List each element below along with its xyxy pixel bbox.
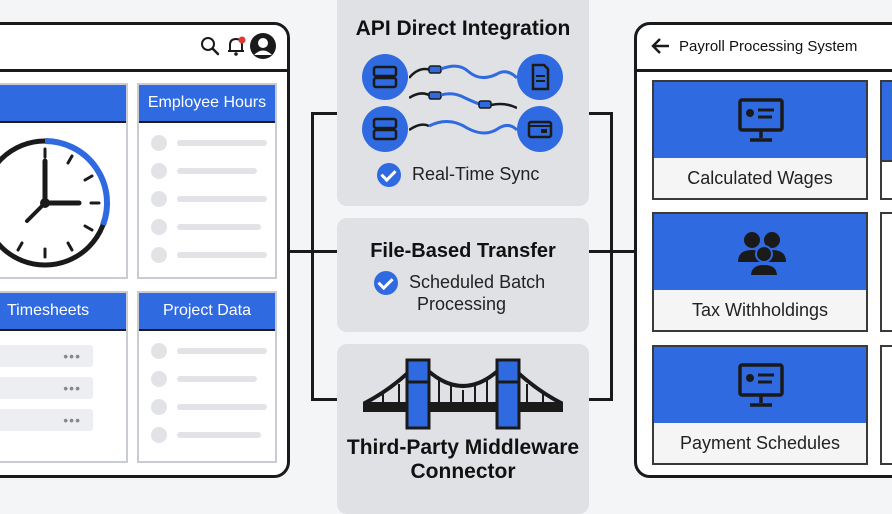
bridge-icon [363, 358, 563, 430]
timesheet-row[interactable]: ••• [0, 345, 93, 367]
api-title: API Direct Integration [355, 17, 571, 40]
check-icon [374, 271, 398, 295]
cable-icon [409, 64, 517, 135]
tax-label: Tax Withholdings [654, 290, 866, 330]
clock-card [0, 83, 128, 279]
middleware-title-line2: Connector [410, 460, 516, 483]
list-item [151, 371, 263, 389]
api-feature: Real-Time Sync [412, 164, 540, 184]
bell-icon[interactable] [225, 35, 247, 57]
list-item [151, 247, 267, 265]
timesheets-card[interactable]: Timesheets ••• ••• ••• [0, 291, 128, 463]
list-item [151, 191, 267, 209]
connector-line [589, 398, 613, 401]
list-item [151, 399, 267, 417]
clock-card-header [0, 85, 126, 123]
connector-line [311, 250, 337, 253]
clock-icon [0, 138, 110, 268]
server-icon [362, 106, 408, 152]
middleware-title-line1: Third-Party Middleware [346, 436, 580, 459]
back-arrow-icon[interactable] [651, 37, 671, 55]
file-title: File-Based Transfer [370, 240, 556, 262]
tax-withholdings-card[interactable]: Tax Withholdings [652, 212, 868, 332]
middleware-panel: Third-Party Middleware Connector [337, 344, 589, 514]
file-transfer-panel: File-Based Transfer Scheduled Batch Proc… [337, 218, 589, 332]
list-item [151, 163, 263, 181]
connector-line [589, 112, 613, 115]
calculated-wages-card[interactable]: Calculated Wages [652, 80, 868, 200]
timesheet-row[interactable]: ••• [0, 409, 93, 431]
connector-line [610, 112, 613, 400]
search-icon[interactable] [199, 35, 221, 57]
connector-line [589, 250, 613, 253]
connector-line [311, 398, 337, 401]
more-icon[interactable]: ••• [63, 412, 81, 428]
avatar-icon[interactable] [249, 32, 277, 60]
file-feature-line1: Scheduled Batch [409, 272, 546, 292]
wages-label: Calculated Wages [654, 158, 866, 198]
list-item [151, 343, 267, 361]
page-title: Payroll Processing System [679, 38, 858, 55]
list-item [151, 427, 263, 445]
side-card [880, 80, 892, 200]
check-icon [377, 163, 401, 187]
employee-hours-header: Employee Hours [139, 85, 275, 123]
more-icon[interactable]: ••• [63, 348, 81, 364]
api-integration-panel: API Direct Integration Real-Time Sync [337, 0, 589, 206]
timesheets-header: Timesheets [0, 293, 126, 331]
list-item [151, 219, 263, 237]
more-icon[interactable]: ••• [63, 380, 81, 396]
payment-label: Payment Schedules [654, 423, 866, 463]
payroll-app-window: Payroll Processing System Calculated Wag… [634, 22, 892, 478]
connector-line [290, 250, 312, 253]
connector-line [612, 250, 634, 253]
connector-line [311, 112, 314, 400]
side-card [880, 345, 892, 465]
left-app-topbar [0, 25, 287, 72]
monitor-icon [738, 98, 784, 142]
payment-schedules-card[interactable]: Payment Schedules [652, 345, 868, 465]
right-app-topbar: Payroll Processing System [637, 25, 892, 72]
list-item [151, 135, 267, 153]
timesheet-row[interactable]: ••• [0, 377, 93, 399]
project-data-header: Project Data [139, 293, 275, 331]
side-card [880, 212, 892, 332]
server-icon [362, 54, 408, 100]
file-feature-line2: Processing [417, 294, 507, 314]
document-icon [517, 54, 563, 100]
monitor-icon [738, 363, 784, 407]
employee-hours-card[interactable]: Employee Hours [137, 83, 277, 279]
card-icon [517, 106, 563, 152]
connector-line [311, 112, 337, 115]
timesheet-app-window: Employee Hours Timesheets ••• ••• ••• Pr… [0, 22, 290, 478]
project-data-card[interactable]: Project Data [137, 291, 277, 463]
people-icon [738, 232, 786, 277]
